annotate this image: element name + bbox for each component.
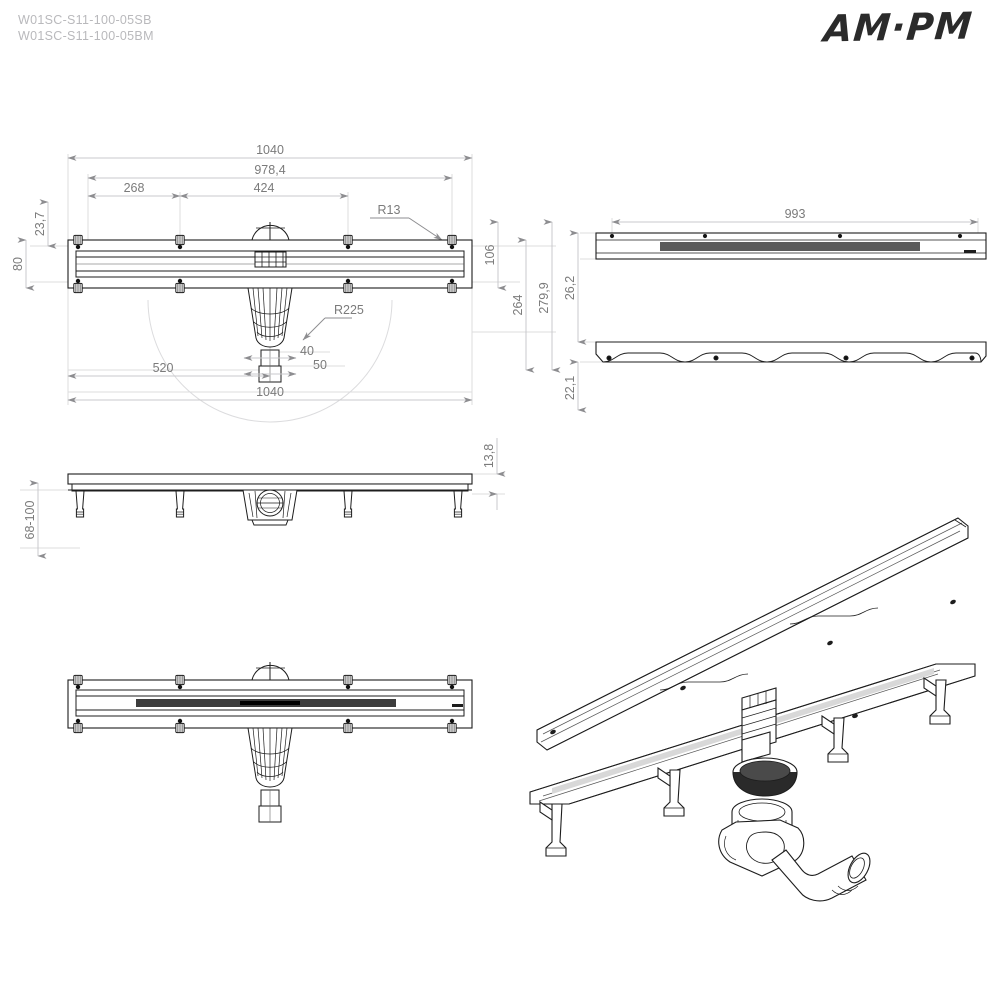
siphon-trap-body xyxy=(247,287,293,383)
dim-adjustable-height-68-100: 68-100 xyxy=(23,480,47,559)
drawing-canvas: 1040 978,4 268 424 23,7 xyxy=(11,143,987,902)
front-elevation-view: 68-100 13,8 xyxy=(20,438,506,559)
dim-label-r13: R13 xyxy=(378,203,401,217)
iso-gasket-cup xyxy=(732,757,798,797)
dim-corner-radius-r13: R13 xyxy=(370,203,443,241)
dim-label-80: 80 xyxy=(11,257,25,271)
dim-overall-length-1040: 1040 xyxy=(67,143,473,161)
cover-frame-profile xyxy=(595,341,987,363)
dim-label-520: 520 xyxy=(153,361,174,375)
dim-total-depth-279-9: 279,9 xyxy=(537,219,561,373)
sweep-radius-r225: R225 xyxy=(147,299,393,423)
bottom-outlet-detail xyxy=(251,662,290,681)
bottom-siphon-trap xyxy=(247,727,293,823)
dim-trap-reach-264: 264 xyxy=(511,237,535,373)
product-code-list: W01SC-S11-100-05SB W01SC-S11-100-05BM xyxy=(18,12,154,44)
sheet-header: W01SC-S11-100-05SB W01SC-S11-100-05BM AM… xyxy=(0,0,1000,70)
bottom-plan-clips xyxy=(73,674,457,734)
outlet-grate-detail xyxy=(254,251,287,268)
dim-label-23-7: 23,7 xyxy=(33,212,47,236)
dim-baseline-1040: 1040 xyxy=(67,385,473,403)
dim-label-40: 40 xyxy=(300,344,314,358)
dim-plate-length-993: 993 xyxy=(611,207,979,225)
cover-plate-profile xyxy=(595,232,987,260)
dim-label-r225: R225 xyxy=(334,303,364,317)
dim-leg-spacing-424: 424 xyxy=(179,181,349,199)
dim-first-leg-offset-268: 268 xyxy=(87,181,181,199)
dim-plate-height-26-2: 26,2 xyxy=(563,230,587,345)
dim-label-264: 264 xyxy=(511,295,525,316)
bottom-plan-view xyxy=(67,662,473,823)
iso-siphon-trap-assembly xyxy=(718,731,871,902)
dim-label-1040: 1040 xyxy=(256,143,284,157)
dim-label-68-100: 68-100 xyxy=(23,500,37,539)
dim-label-424: 424 xyxy=(254,181,275,195)
product-code-2: W01SC-S11-100-05BM xyxy=(18,29,154,43)
isometric-assembly-view xyxy=(529,517,976,902)
dim-label-978-4: 978,4 xyxy=(254,163,285,177)
dim-frame-height-22-1: 22,1 xyxy=(563,359,587,413)
product-code-1: W01SC-S11-100-05SB xyxy=(18,13,152,27)
outlet-top-detail xyxy=(251,222,290,241)
mounting-clips xyxy=(73,234,457,294)
dim-body-length-978: 978,4 xyxy=(87,163,453,181)
channel-elevation-body xyxy=(67,473,473,492)
dim-end-inset-23-7: 23,7 xyxy=(33,199,57,249)
iso-outlet-elbow xyxy=(771,849,871,902)
dim-label-22-1: 22,1 xyxy=(563,376,577,400)
dim-label-1040-baseline: 1040 xyxy=(256,385,284,399)
bottom-plan-body xyxy=(67,679,473,729)
dim-label-13-8: 13,8 xyxy=(482,444,496,468)
iso-cover-plate xyxy=(536,517,969,751)
dim-label-279-9: 279,9 xyxy=(537,282,551,313)
dim-outlet-pipe-40: 40 xyxy=(243,344,314,361)
dim-outlet-offset-106: 106 xyxy=(483,219,507,291)
cover-plate-view: 993 26,2 xyxy=(563,207,987,413)
dim-label-268: 268 xyxy=(124,181,145,195)
top-plan-view: 1040 978,4 268 424 23,7 xyxy=(11,143,561,423)
dim-plate-thickness-13-8: 13,8 xyxy=(482,438,506,510)
dim-label-26-2: 26,2 xyxy=(563,276,577,300)
iso-adjustable-legs xyxy=(539,676,951,857)
trap-housing-elevation xyxy=(242,489,298,526)
dim-label-50: 50 xyxy=(313,358,327,372)
dim-center-offset-520: 520 xyxy=(67,361,271,379)
ampm-wordmark-logo: AM·PM xyxy=(821,4,974,51)
dim-label-106: 106 xyxy=(483,245,497,266)
dim-body-width-80: 80 xyxy=(11,237,35,291)
dim-label-993: 993 xyxy=(785,207,806,221)
